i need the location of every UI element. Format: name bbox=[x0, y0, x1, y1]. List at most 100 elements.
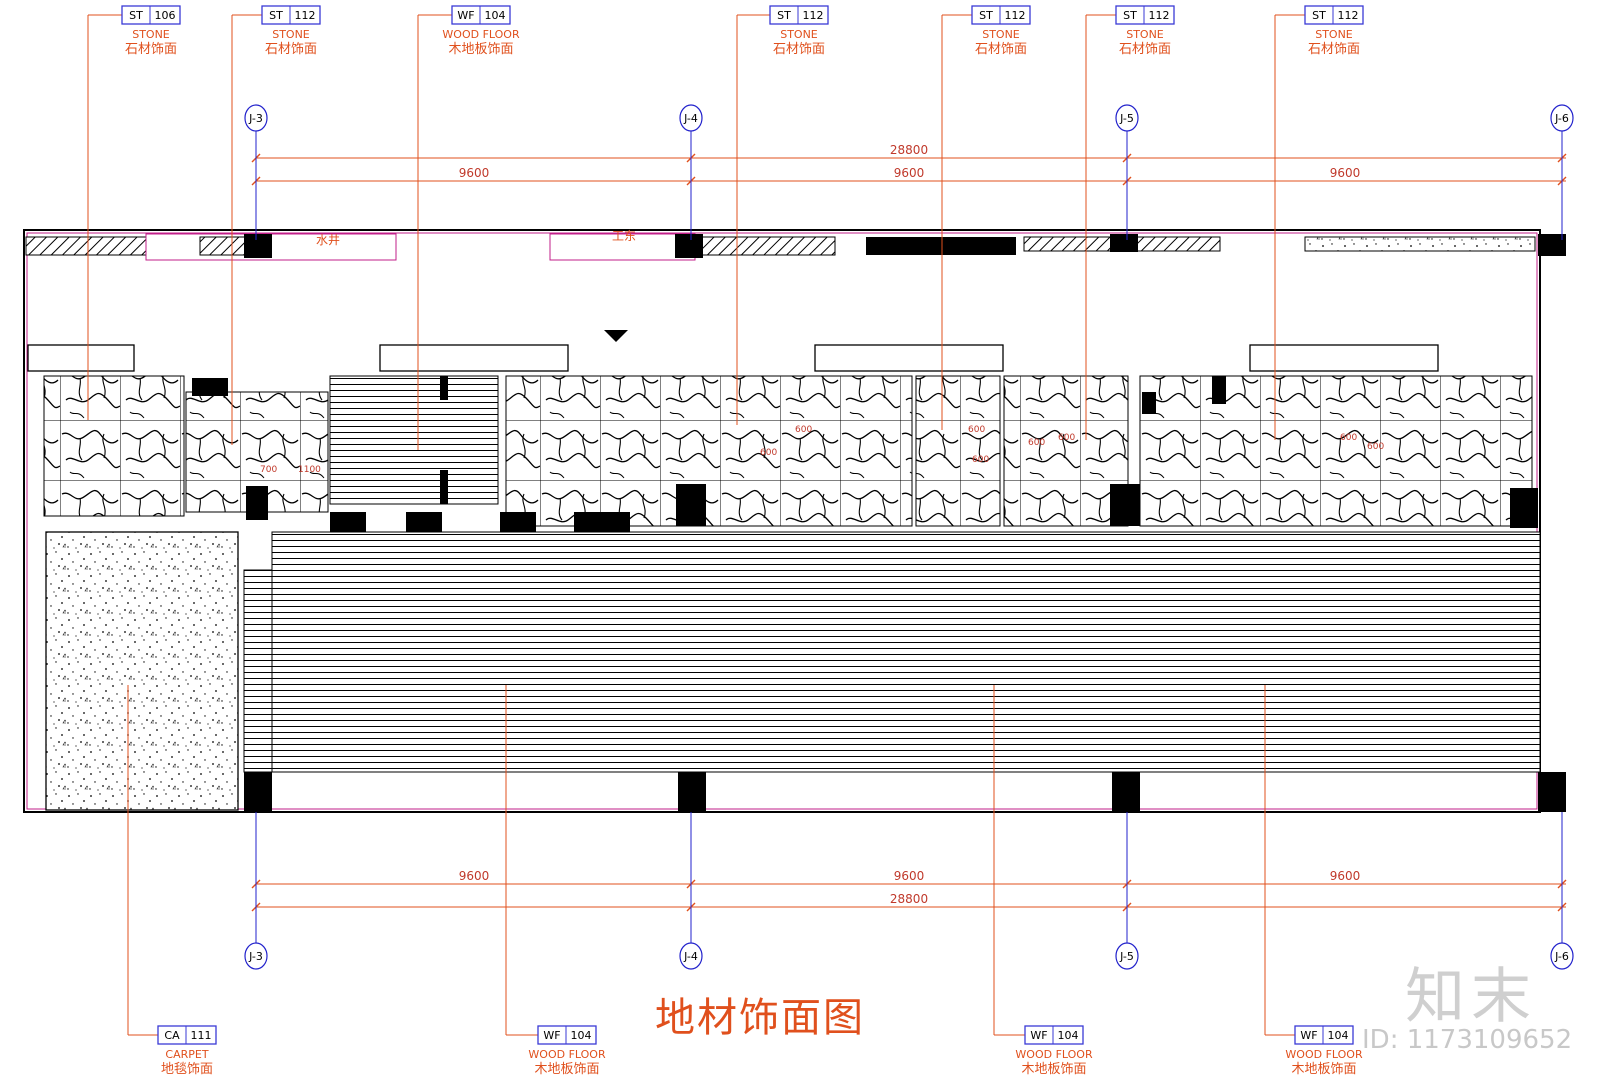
tag-box bbox=[537, 1025, 597, 1045]
tag-box bbox=[157, 1025, 217, 1045]
grid-label: J-5 bbox=[1119, 112, 1134, 125]
grid-label: J-4 bbox=[683, 112, 698, 125]
tag-code: ST bbox=[1123, 9, 1137, 22]
grid-bubble bbox=[244, 942, 268, 970]
tile-dimension: 600 bbox=[795, 425, 812, 435]
column bbox=[1112, 772, 1140, 812]
tag-code: ST bbox=[129, 9, 143, 22]
tile-dimension: 600 bbox=[1058, 433, 1075, 443]
tag-box bbox=[1115, 5, 1175, 25]
column bbox=[1538, 234, 1566, 256]
tile-dimension: 600 bbox=[968, 425, 985, 435]
tag-number: 106 bbox=[155, 9, 176, 22]
top-wall-segment bbox=[694, 236, 836, 256]
tag-box bbox=[121, 5, 181, 25]
tag-code: ST bbox=[269, 9, 283, 22]
tag-number: 104 bbox=[485, 9, 506, 22]
tag-chinese: 木地板饰面 bbox=[448, 42, 513, 57]
tag-box bbox=[1304, 5, 1364, 25]
tile-dimension: 600 bbox=[1367, 442, 1384, 452]
tag-english: STONE bbox=[1126, 28, 1164, 41]
grid-bubble bbox=[1550, 942, 1574, 970]
dimension-lines bbox=[256, 157, 1566, 908]
tag-chinese: 石材饰面 bbox=[265, 42, 317, 57]
tag-chinese: 地毯饰面 bbox=[161, 1062, 213, 1077]
tag-chinese: 石材饰面 bbox=[125, 42, 177, 57]
column bbox=[244, 772, 272, 812]
tile-dimension: 700 bbox=[260, 465, 277, 475]
dim-bottom-span: 9600 bbox=[894, 869, 925, 883]
drawing-title: 地材饰面图 bbox=[655, 995, 865, 1041]
tag-english: STONE bbox=[982, 28, 1020, 41]
tag-english: STONE bbox=[1315, 28, 1353, 41]
tag-english: WOOD FLOOR bbox=[442, 28, 520, 41]
grid-label: J-3 bbox=[248, 950, 263, 963]
tag-number: 104 bbox=[1058, 1029, 1079, 1042]
tag-number: 104 bbox=[1328, 1029, 1349, 1042]
column bbox=[678, 772, 706, 812]
tag-chinese: 石材饰面 bbox=[1119, 42, 1171, 57]
grid-label: J-4 bbox=[683, 950, 698, 963]
tag-chinese: 木地板饰面 bbox=[1291, 1062, 1356, 1077]
tag-box bbox=[1024, 1025, 1084, 1045]
grid-bubble bbox=[1550, 104, 1574, 132]
tag-english: WOOD FLOOR bbox=[1015, 1048, 1093, 1061]
column bbox=[1110, 234, 1138, 252]
watermark-id: ID: 1173109652 bbox=[1362, 1025, 1573, 1055]
tag-code: ST bbox=[777, 9, 791, 22]
tag-box bbox=[261, 5, 321, 25]
partitions bbox=[192, 376, 1538, 532]
tag-number: 112 bbox=[295, 9, 316, 22]
tag-english: STONE bbox=[272, 28, 310, 41]
watermark-logo: 知末 bbox=[1405, 962, 1537, 1032]
dim-bottom-span: 9600 bbox=[459, 869, 490, 883]
wood-zones bbox=[243, 375, 1541, 773]
tile-dimension: 600 bbox=[972, 455, 989, 465]
tag-english: STONE bbox=[780, 28, 818, 41]
room-label-electric: 工东 bbox=[612, 229, 636, 243]
grid-bubble bbox=[244, 104, 268, 132]
tag-number: 112 bbox=[1005, 9, 1026, 22]
grid-bubble bbox=[679, 942, 703, 970]
grid-label: J-3 bbox=[248, 112, 263, 125]
tag-code: ST bbox=[979, 9, 993, 22]
tag-code: CA bbox=[164, 1029, 180, 1042]
tag-number: 112 bbox=[1338, 9, 1359, 22]
direction-marker-icon bbox=[604, 330, 628, 342]
building-shell bbox=[23, 229, 1566, 813]
tag-english: WOOD FLOOR bbox=[528, 1048, 606, 1061]
tag-number: 112 bbox=[803, 9, 824, 22]
tag-number: 112 bbox=[1149, 9, 1170, 22]
tag-box bbox=[971, 5, 1031, 25]
tag-code: WF bbox=[543, 1029, 560, 1042]
tag-chinese: 石材饰面 bbox=[1308, 42, 1360, 57]
tag-english: STONE bbox=[132, 28, 170, 41]
tag-english: WOOD FLOOR bbox=[1285, 1048, 1363, 1061]
tile-dimension: 600 bbox=[1028, 438, 1045, 448]
tag-code: WF bbox=[1300, 1029, 1317, 1042]
column bbox=[244, 234, 272, 258]
column bbox=[1538, 772, 1566, 812]
grid-bubble bbox=[1115, 942, 1139, 970]
grid-bubble bbox=[1115, 104, 1139, 132]
dim-top-total: 28800 bbox=[890, 143, 928, 157]
tag-chinese: 石材饰面 bbox=[975, 42, 1027, 57]
dim-top-span: 9600 bbox=[894, 166, 925, 180]
tag-code: WF bbox=[457, 9, 474, 22]
tag-chinese: 木地板饰面 bbox=[1021, 1062, 1086, 1077]
column bbox=[675, 234, 703, 258]
